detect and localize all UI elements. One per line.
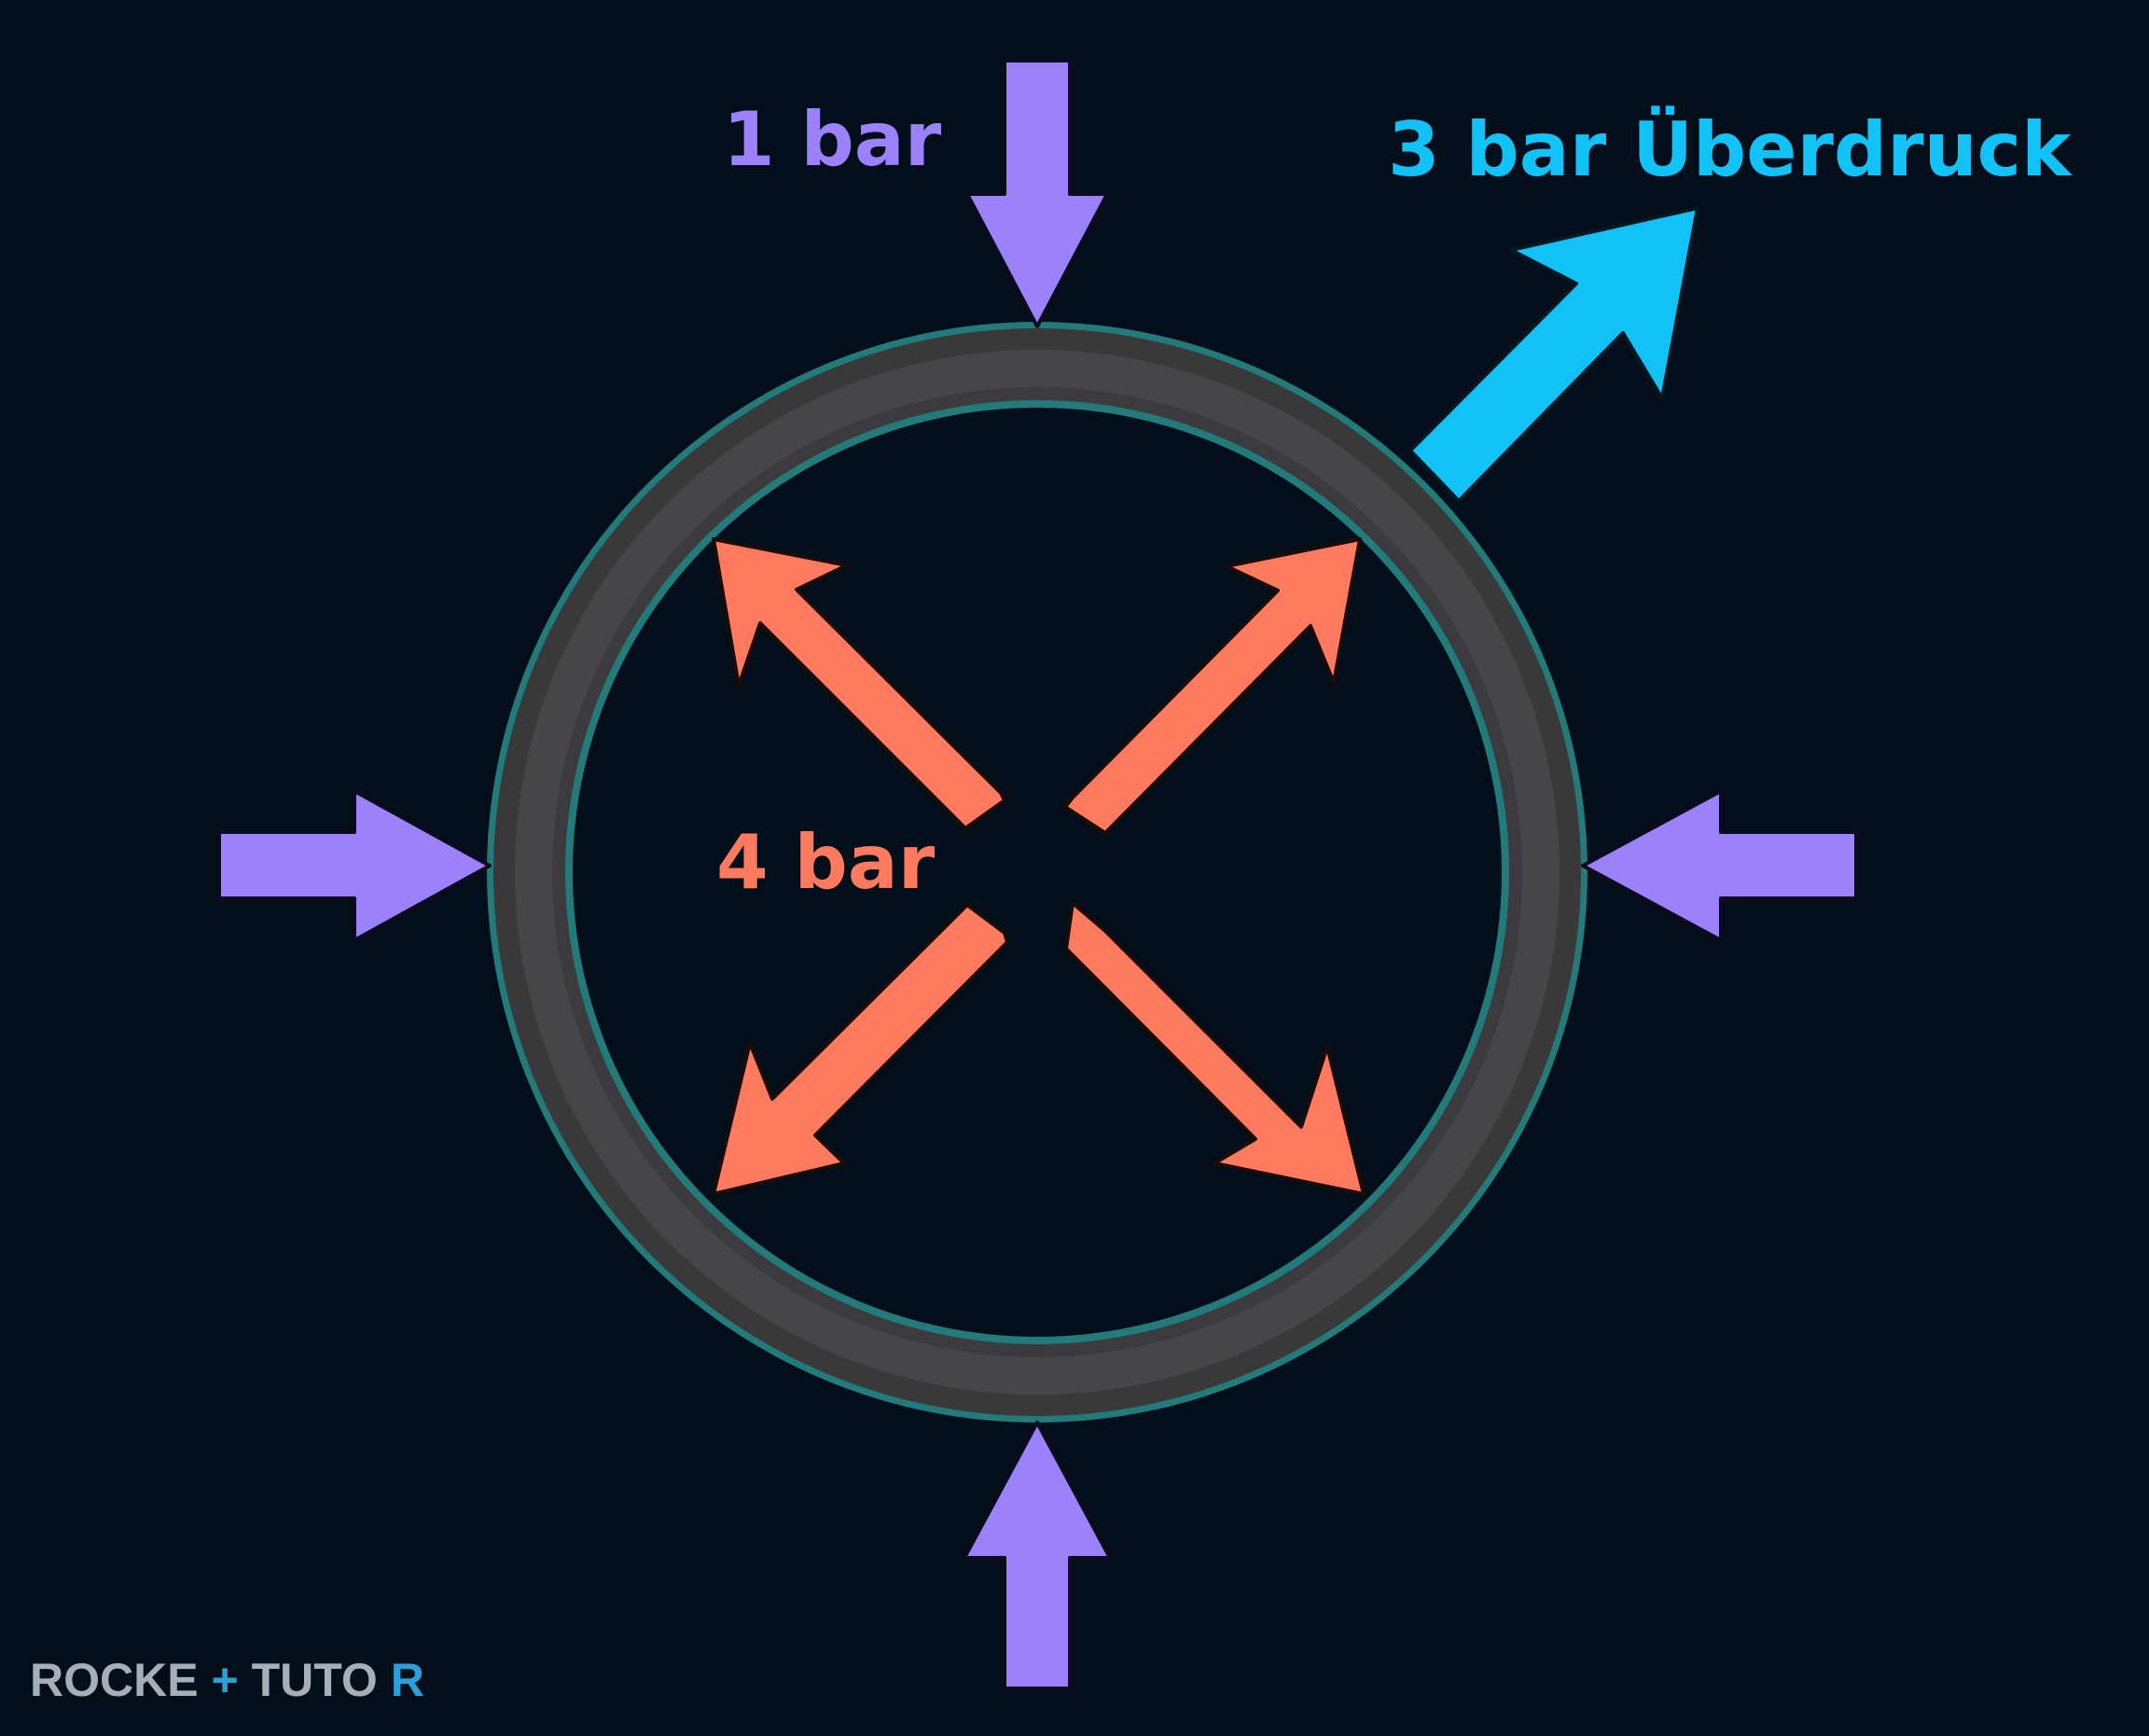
inner-pressure-label: 4 bar [716, 819, 936, 906]
brand-logo: ROCKE + TUTO R [30, 1654, 424, 1706]
inner-arrows [712, 537, 1366, 1196]
arrow-outward-icon-nw [712, 537, 1006, 830]
brand-part-2: TUTO [252, 1654, 378, 1706]
arrow-outward-icon-ne [1063, 537, 1362, 835]
brand-part-1: ROCKE [30, 1654, 199, 1706]
ring-interior [573, 408, 1502, 1337]
arrow-inward-icon-bottom [963, 1421, 1112, 1690]
brand-part-3: R [391, 1654, 424, 1706]
arrow-diagonal-icon-overpressure [1408, 206, 1699, 503]
arrow-outward-icon-sw [712, 903, 1009, 1196]
pressure-ring [487, 322, 1587, 1423]
brand-wordmark: ROCKE + TUTO R [30, 1654, 424, 1706]
outer-pressure-label: 1 bar [723, 96, 942, 183]
outer-arrows [217, 59, 1858, 1690]
overpressure-label: 3 bar Überdruck [1388, 105, 2073, 193]
arrow-inward-icon-top [965, 59, 1109, 328]
arrow-outward-icon-se [1064, 901, 1366, 1196]
arrow-inward-icon-left [217, 789, 492, 942]
brand-cross: + [211, 1654, 238, 1706]
arrow-inward-icon-right [1581, 789, 1858, 942]
